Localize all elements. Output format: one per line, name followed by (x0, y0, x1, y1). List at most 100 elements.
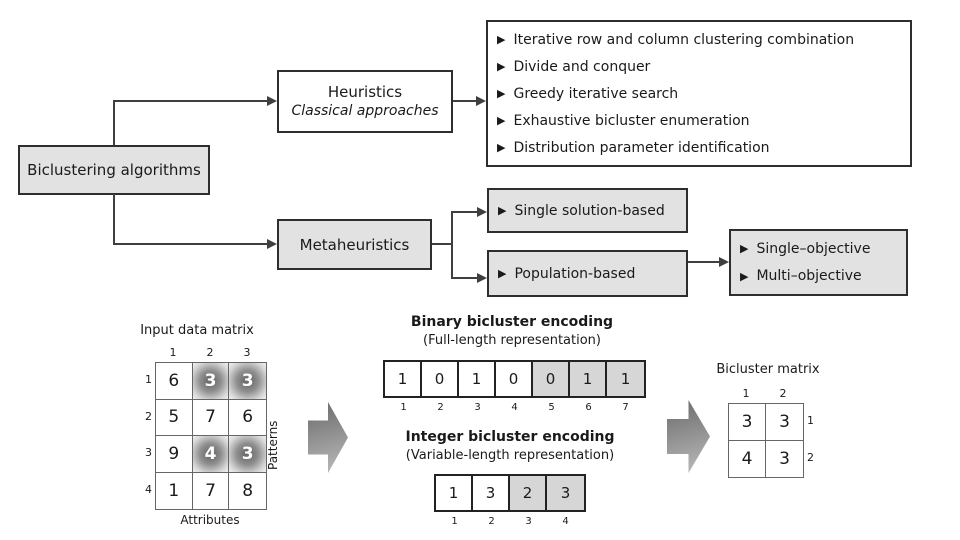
input-matrix-title: Input data matrix (140, 323, 254, 338)
root-box: Biclustering algorithms (18, 145, 210, 195)
connector-root-up (113, 101, 115, 145)
arrowhead-icon (477, 207, 487, 217)
heuristics-item-label: Divide and conquer (513, 58, 651, 75)
heuristics-box: Heuristics Classical approaches (277, 70, 453, 133)
integer-encoding-title: Integer bicluster encoding (405, 429, 615, 445)
arrowhead-icon (267, 239, 277, 249)
attributes-label: Attributes (180, 513, 240, 527)
triangle-bullet-icon: ▶ (740, 269, 749, 283)
heuristics-item: ▶Distribution parameter identification (497, 140, 904, 156)
bicluster-row-header: 2 (807, 451, 814, 464)
matrix-cell: 6 (229, 400, 267, 436)
single-solution-label: Single solution-based (514, 202, 665, 219)
heuristics-item: ▶Iterative row and column clustering com… (497, 32, 904, 48)
connector-heuristics-to-list (453, 100, 477, 102)
metaheuristics-label: Metaheuristics (299, 235, 410, 254)
matrix-cell: 3 (229, 436, 267, 473)
encoding-index: 3 (525, 516, 532, 527)
patterns-label: Patterns (266, 420, 280, 470)
encoding-index: 4 (562, 516, 569, 527)
encoding-index: 5 (548, 402, 555, 413)
objectives-box: ▶Single–objective ▶ Multi–objective (729, 229, 908, 296)
heuristics-item-list: ▶Iterative row and column clustering com… (488, 22, 910, 165)
objective-item: ▶Single–objective (740, 241, 900, 257)
encoding-cell: 1 (459, 362, 496, 396)
bicluster-col-header: 2 (779, 387, 787, 400)
encoding-index: 7 (622, 402, 629, 413)
integer-encoding-subtitle: (Variable-length representation) (405, 448, 615, 463)
bicluster-row-header: 1 (807, 414, 814, 427)
matrix-cell: 9 (156, 436, 193, 473)
connector-to-population (451, 277, 478, 279)
root-box-label: Biclustering algorithms (27, 161, 201, 179)
connector-to-objectives (688, 261, 720, 263)
encoding-index: 2 (437, 402, 444, 413)
triangle-bullet-icon: ▶ (497, 114, 506, 127)
encoding-index: 3 (474, 402, 481, 413)
encoding-index: 2 (488, 516, 495, 527)
triangle-bullet-icon: ▶ (497, 87, 506, 100)
triangle-bullet-icon: ▶ (498, 204, 507, 217)
triangle-bullet-icon: ▶ (498, 267, 507, 280)
arrowhead-icon (477, 273, 487, 283)
encoding-cell: 3 (473, 476, 510, 510)
encoding-cell: 1 (607, 362, 644, 396)
encoding-cell: 1 (436, 476, 473, 510)
flow-arrow-icon (667, 400, 710, 473)
encoding-index: 1 (400, 402, 407, 413)
heuristics-list-box: ▶Iterative row and column clustering com… (486, 20, 912, 167)
connector-to-single-solution (451, 211, 478, 213)
matrix-cell: 6 (156, 363, 193, 400)
encoding-cell: 1 (385, 362, 422, 396)
input-row-header: 3 (145, 446, 152, 459)
matrix-cell: 3 (229, 363, 267, 400)
population-label: Population-based (514, 265, 636, 282)
matrix-cell: 4 (729, 440, 766, 477)
matrix-cell: 7 (193, 472, 230, 509)
encoding-cell: 2 (510, 476, 547, 510)
heuristics-item-label: Distribution parameter identification (513, 139, 770, 156)
input-col-header: 2 (206, 346, 214, 359)
arrowhead-icon (267, 96, 277, 106)
heuristics-item-label: Greedy iterative search (513, 85, 679, 102)
encoding-index: 6 (585, 402, 592, 413)
objectives-list: ▶Single–objective ▶ Multi–objective (731, 231, 906, 294)
heuristics-subtitle: Classical approaches (291, 103, 439, 120)
matrix-cell: 4 (192, 436, 230, 473)
heuristics-title: Heuristics (327, 82, 403, 101)
population-box: ▶ Population-based (487, 250, 688, 297)
matrix-cell: 3 (729, 404, 766, 441)
objective-item-label: Multi–objective (756, 268, 862, 285)
input-row-header: 4 (145, 483, 152, 496)
matrix-cell: 3 (779, 448, 790, 469)
arrowhead-icon (719, 257, 729, 267)
encoding-cell: 1 (570, 362, 607, 396)
binary-encoding-title: Binary bicluster encoding (410, 314, 614, 330)
connector-to-heuristics (113, 100, 269, 102)
heuristics-item: ▶ Greedy iterative search (497, 86, 904, 102)
matrix-cell: 8 (242, 480, 254, 501)
encoding-cell: 0 (496, 362, 533, 396)
matrix-cell: 1 (156, 472, 193, 509)
matrix-cell: 3 (766, 404, 803, 441)
single-solution-box: ▶ Single solution-based (487, 188, 688, 233)
connector-meta-split (451, 211, 453, 279)
connector-meta-stub (432, 243, 453, 245)
triangle-bullet-icon: ▶ (497, 33, 506, 46)
encoding-cell: 0 (422, 362, 459, 396)
objective-item-label: Single–objective (756, 240, 871, 257)
objective-item: ▶ Multi–objective (740, 268, 900, 284)
flow-arrow-icon (308, 402, 348, 473)
matrix-cell: 3 (192, 363, 230, 400)
triangle-bullet-icon: ▶ (497, 60, 506, 73)
input-col-header: 1 (169, 346, 177, 359)
input-col-header: 3 (243, 346, 251, 359)
arrowhead-icon (476, 96, 486, 106)
